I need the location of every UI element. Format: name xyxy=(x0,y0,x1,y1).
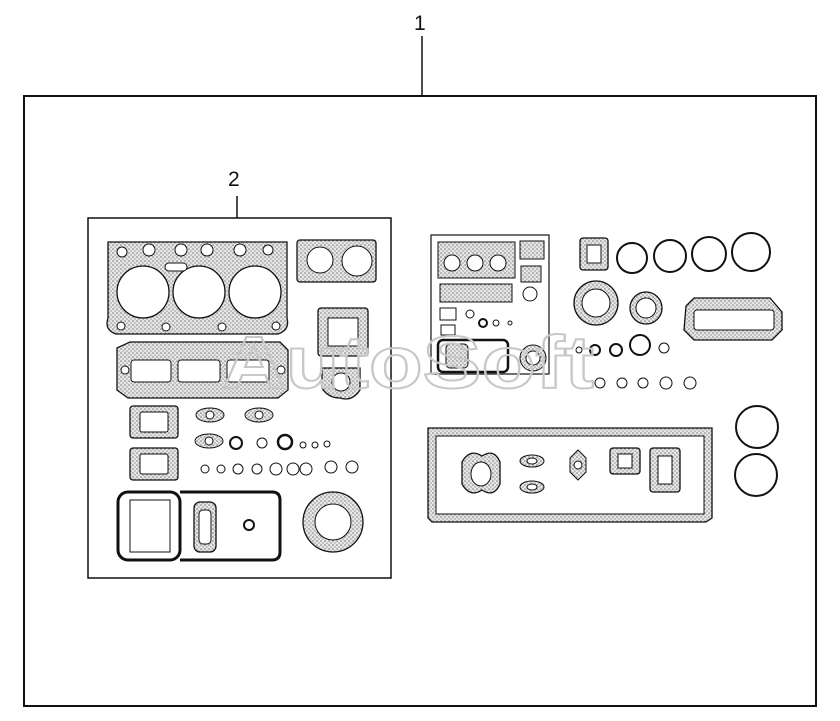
head-gasket xyxy=(106,241,289,335)
seal-rings-side xyxy=(734,405,779,497)
round-cover-gaskets xyxy=(573,280,663,326)
exhaust-flange-gasket-a xyxy=(129,405,179,439)
oil-pan-gasket xyxy=(427,427,713,523)
callout-label-2: 2 xyxy=(228,168,240,191)
square-flange-gasket xyxy=(317,307,369,357)
watermark-text: AutoSoft xyxy=(222,321,594,404)
manifold-gasket xyxy=(116,341,289,399)
callout-label-1: 1 xyxy=(414,12,426,35)
o-rings-small xyxy=(200,433,359,476)
round-flange-gasket xyxy=(302,491,364,553)
oval-flange-gaskets xyxy=(194,407,274,449)
elbow-gasket xyxy=(321,367,361,400)
oil-cooler-gasket xyxy=(683,297,783,341)
kit-frame-2 xyxy=(87,217,392,579)
small-square-gasket xyxy=(579,237,609,271)
kit-thumbnail-card xyxy=(430,234,550,375)
seal-rings-large xyxy=(616,232,771,274)
valve-cover-gasket xyxy=(116,490,282,562)
exhaust-flange-gasket-b xyxy=(129,447,179,481)
oil-pan-inner-gaskets xyxy=(461,447,681,494)
kit-frame-1 xyxy=(23,95,817,707)
cover-gasket-double xyxy=(296,239,377,283)
